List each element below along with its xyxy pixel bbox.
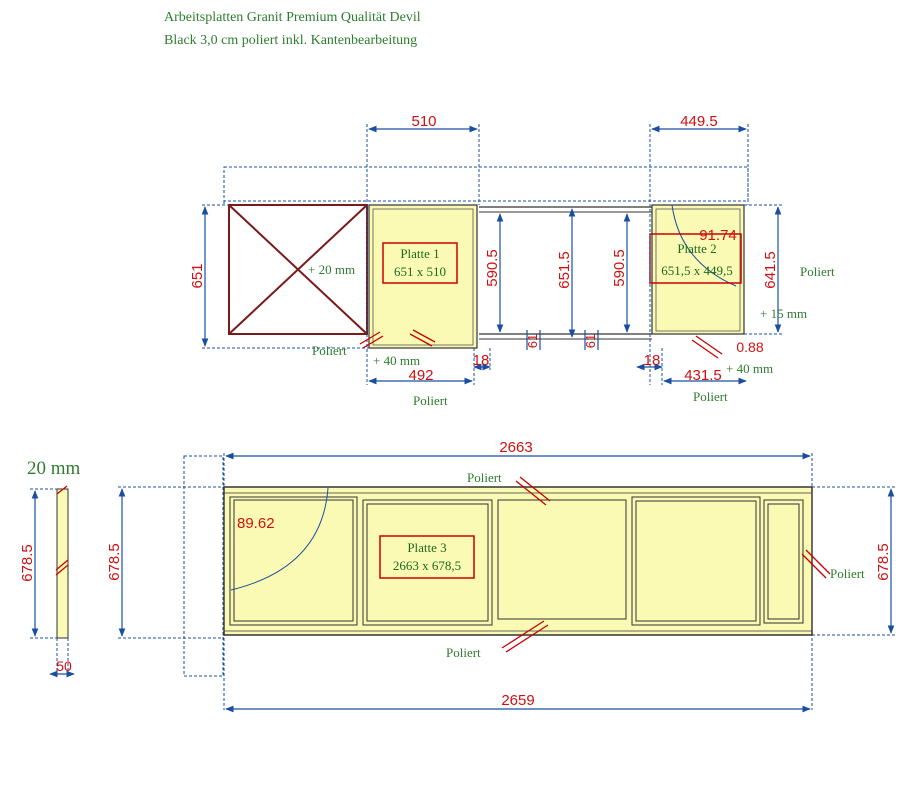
note-poliert-top: Poliert: [467, 470, 502, 485]
dim-gap-18-a: 18: [473, 352, 490, 369]
dim-gap-61-a: 61: [525, 334, 540, 348]
dim-width-449: 449.5: [680, 113, 718, 130]
middle-cabinet: [479, 206, 652, 340]
dim-radius-89: 89.62: [237, 515, 275, 532]
dim-height-651-b: 651.5: [556, 251, 573, 289]
note-poliert-bottom-1: Poliert: [413, 393, 448, 408]
dim-gap-61-b: 61: [583, 334, 598, 348]
dim-side-50: 50: [56, 658, 72, 674]
side-profile-dims: [30, 488, 75, 678]
polish-marks-bottom: [501, 476, 831, 653]
plate-2-label-box: [649, 233, 742, 284]
plate-1-label-box: [382, 242, 458, 284]
plate-3-cabinets: [229, 496, 804, 626]
dimension-lines-bottom: [118, 452, 895, 713]
dimension-lines-top: [201, 125, 782, 385]
dim-width-431: 431.5: [684, 367, 722, 384]
plate-3-name: Platte 3: [407, 540, 446, 555]
dim-height-641: 641.5: [762, 251, 779, 289]
note-poliert-right-3: Poliert: [830, 566, 865, 581]
corner-radius-arc-2: [671, 204, 737, 287]
dim-side-height-678: 678.5: [19, 544, 36, 582]
dim-width-492: 492: [408, 367, 433, 384]
header-line-1: Arbeitsplatten Granit Premium Qualität D…: [164, 10, 421, 25]
side-thickness-label: 20 mm: [27, 458, 81, 479]
note-plus-40-a: + 40 mm: [373, 353, 420, 368]
note-poliert-left: Poliert: [312, 343, 347, 358]
plate-2-name: Platte 2: [677, 241, 716, 256]
dim-height-678-right: 678.5: [875, 543, 892, 581]
plate-1-slab: [368, 204, 478, 349]
plate-1-name: Platte 1: [400, 246, 439, 261]
plate-1-size: 651 x 510: [394, 264, 446, 279]
side-profile-slab: [56, 488, 69, 639]
note-poliert-bottom-3: Poliert: [446, 645, 481, 660]
note-plus-20: + 20 mm: [308, 262, 355, 277]
dim-width-510: 510: [411, 113, 436, 130]
dim-gap-18-b: 18: [644, 352, 661, 369]
plate-2-size: 651,5 x 449,5: [661, 263, 733, 278]
note-poliert-right: Poliert: [800, 264, 835, 279]
note-plus-15: + 15 mm: [760, 306, 807, 321]
dim-width-2663: 2663: [499, 439, 532, 456]
polish-marks-top: [359, 329, 723, 359]
plate-2-slab: [651, 204, 745, 335]
extension-lines-top: [202, 124, 782, 385]
dim-height-590-b: 590.5: [611, 249, 628, 287]
dim-offset-088: 0.88: [736, 339, 763, 355]
plate-3-label-box: [379, 535, 475, 579]
dim-height-651: 651: [189, 263, 206, 288]
polish-marks-side: [55, 485, 69, 576]
dim-radius-91: 91.74: [699, 227, 737, 244]
plate-3-size: 2663 x 678,5: [393, 558, 461, 573]
plate-3-slab: [223, 486, 813, 636]
dim-height-590-a: 590.5: [484, 249, 501, 287]
note-plus-40-b: + 40 mm: [726, 361, 773, 376]
note-poliert-bottom-2: Poliert: [693, 389, 728, 404]
outer-frame-top: [223, 166, 749, 202]
corner-radius-arc-3: [230, 487, 329, 591]
dim-height-678-left: 678.5: [106, 543, 123, 581]
dim-width-2659: 2659: [501, 692, 534, 709]
header-line-2: Black 3,0 cm poliert inkl. Kantenbearbei…: [164, 33, 417, 48]
